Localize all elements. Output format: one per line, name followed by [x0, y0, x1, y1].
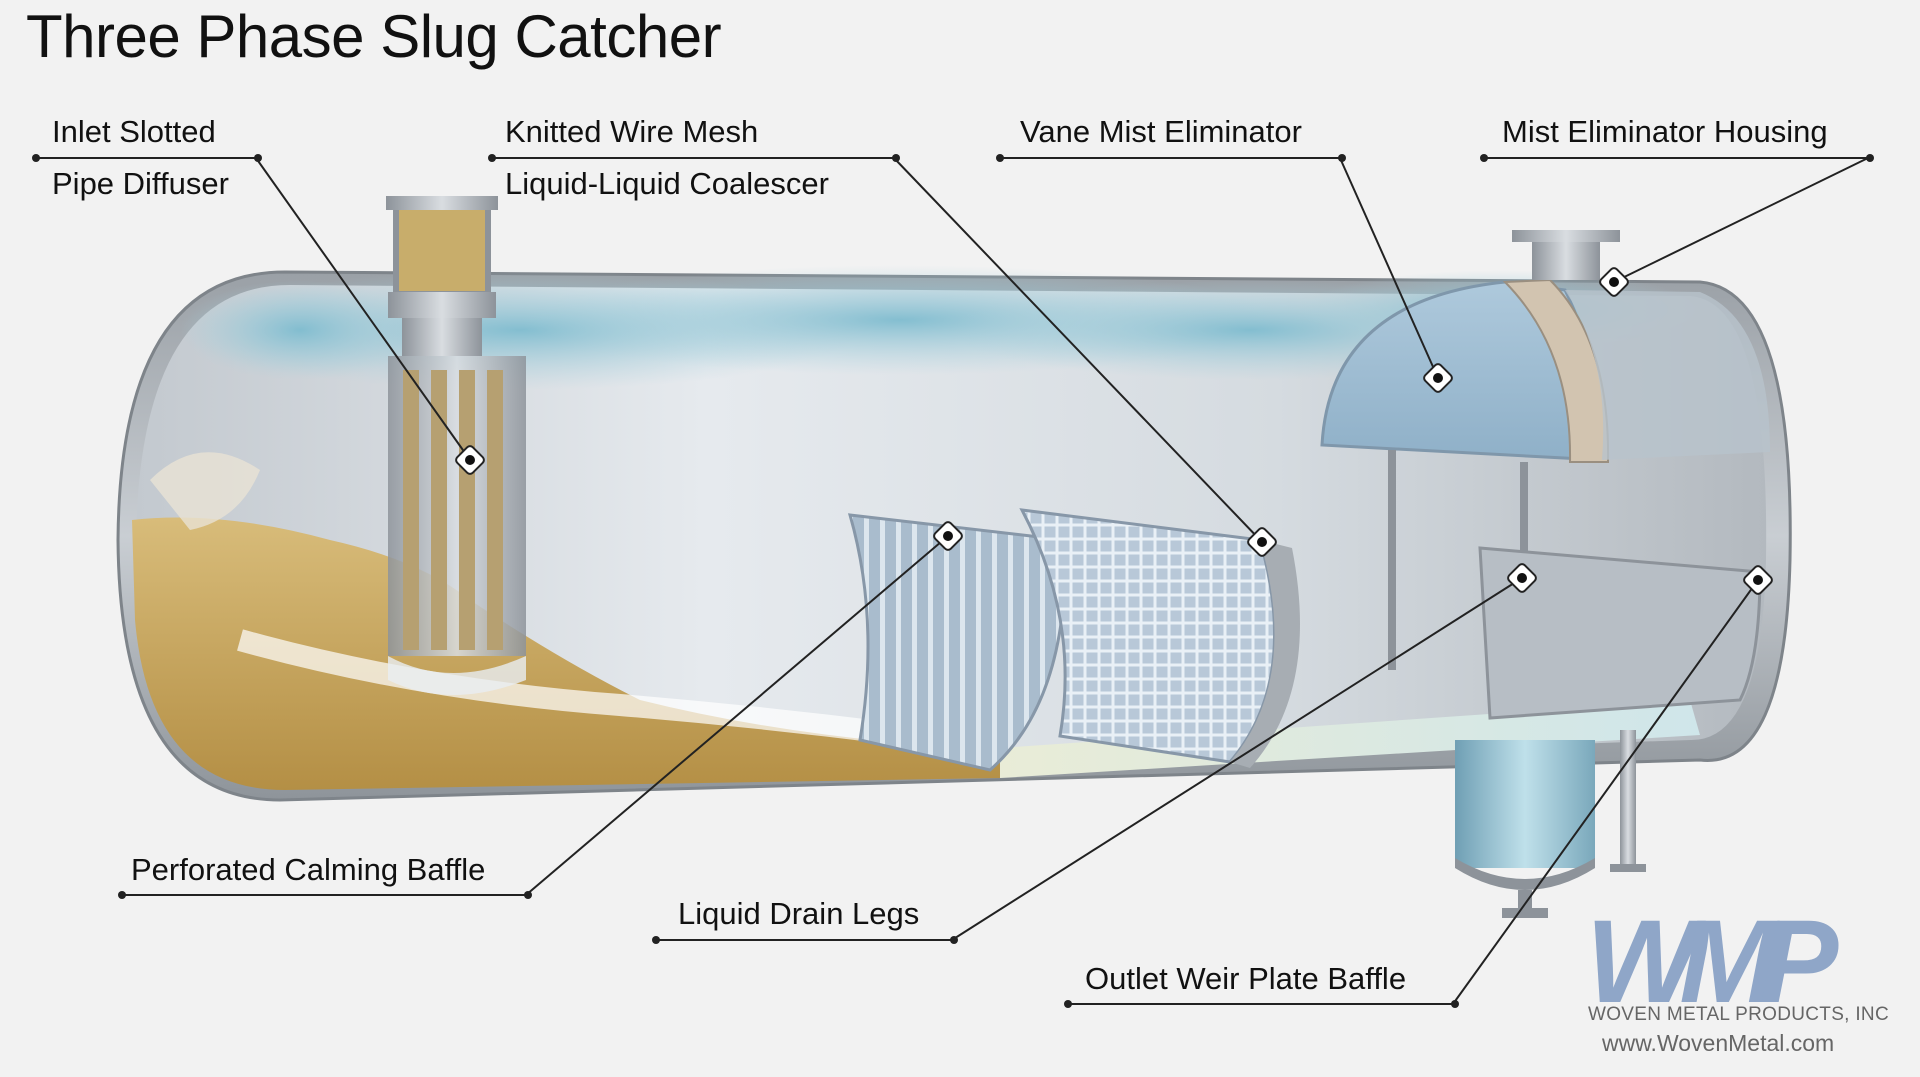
- label-pipe-diffuser: Pipe Diffuser: [52, 166, 229, 201]
- mist-eliminator-housing: [1512, 230, 1770, 460]
- inlet-pipe-diffuser: [386, 196, 526, 695]
- label-liquid-liquid-coalescer: Liquid-Liquid Coalescer: [505, 166, 829, 201]
- brand-company-name: WOVEN METAL PRODUCTS, INC: [1588, 1004, 1889, 1025]
- label-vane-mist-eliminator: Vane Mist Eliminator: [1020, 114, 1302, 149]
- label-mist-eliminator-housing: Mist Eliminator Housing: [1502, 114, 1828, 149]
- wmp-logo: WMP: [1586, 896, 1838, 1028]
- marker-vane: [1423, 363, 1453, 393]
- marker-mesh: [1247, 527, 1277, 557]
- marker-inlet: [455, 445, 485, 475]
- callout-markers: [455, 267, 1773, 595]
- vane-mist-eliminator: [1320, 278, 1610, 702]
- knitted-wire-mesh-coalescer: [1019, 508, 1300, 768]
- water-layer: [1000, 700, 1700, 778]
- label-knitted-wire-mesh: Knitted Wire Mesh: [505, 114, 759, 149]
- label-outlet-weir-plate-baffle: Outlet Weir Plate Baffle: [1085, 961, 1407, 996]
- diagram-title: Three Phase Slug Catcher: [26, 3, 722, 70]
- marker-housing: [1599, 267, 1629, 297]
- marker-calming: [933, 521, 963, 551]
- marker-weir: [1743, 565, 1773, 595]
- leader-dots: [32, 154, 1874, 1008]
- label-perforated-calming-baffle: Perforated Calming Baffle: [131, 852, 486, 887]
- label-liquid-drain-legs: Liquid Drain Legs: [678, 896, 920, 931]
- leader-lines: [36, 157, 1870, 1005]
- gas-cloud: [180, 265, 1700, 390]
- label-inlet-slotted: Inlet Slotted: [52, 114, 216, 149]
- brand-website: www.WovenMetal.com: [1602, 1030, 1835, 1056]
- marker-drain: [1507, 563, 1537, 593]
